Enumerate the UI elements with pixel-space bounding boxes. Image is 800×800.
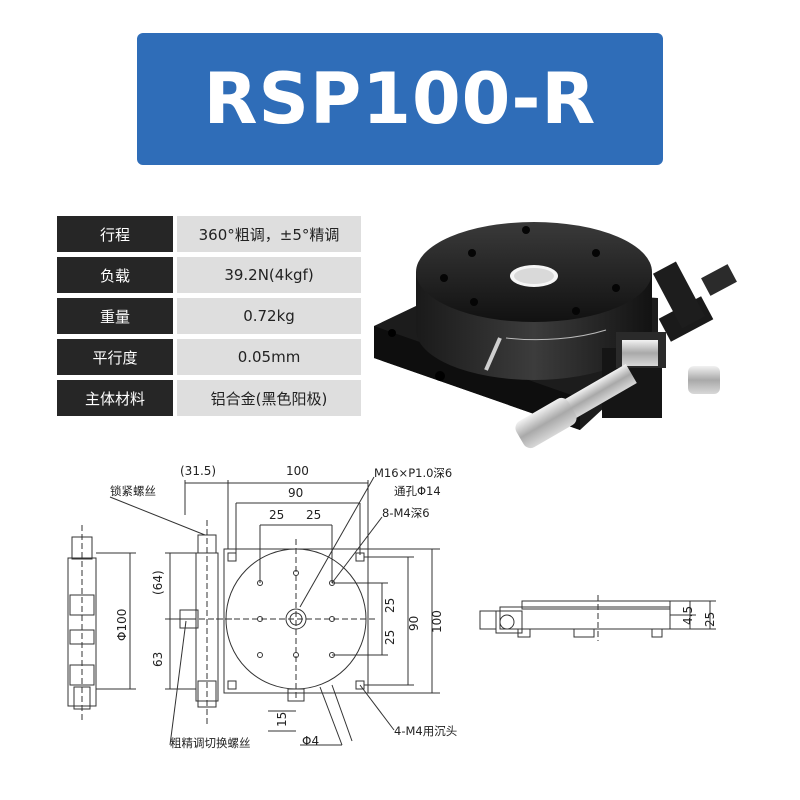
note-through-hole: 通孔Φ14: [394, 484, 441, 498]
dim-63: 63: [151, 652, 165, 667]
spec-value: 360°粗调，±5°精调: [177, 216, 361, 252]
note-8-m4: 8-M4深6: [382, 506, 430, 520]
note-switch-screw: 粗精调切换螺丝: [170, 736, 251, 750]
dim-15: 15: [275, 712, 289, 727]
technical-drawing: (31.5) 100 90 25 25 (64) 63 Φ100 25 25 9…: [67, 464, 717, 750]
dim-phi100: Φ100: [115, 609, 129, 641]
side-view-left: [67, 525, 136, 720]
spec-value: 0.72kg: [177, 298, 361, 334]
dim-25-side: 25: [703, 612, 717, 627]
spec-label: 负载: [57, 257, 173, 293]
dim-4-5: 4.5: [681, 606, 695, 625]
spec-label: 主体材料: [57, 380, 173, 416]
front-view-left: [165, 520, 232, 725]
dim-100-top: 100: [286, 464, 309, 478]
title-banner: RSP100-R: [137, 33, 663, 165]
spec-row-weight: 重量 0.72kg: [57, 298, 361, 334]
dim-90-top: 90: [288, 486, 303, 500]
spec-row-parallelism: 平行度 0.05mm: [57, 339, 361, 375]
dim-25-r2: 25: [383, 630, 397, 645]
spec-value: 0.05mm: [177, 339, 361, 375]
note-lock-screw: 锁紧螺丝: [110, 484, 156, 498]
dim-31-5: (31.5): [180, 464, 216, 478]
product-title: RSP100-R: [203, 58, 597, 140]
note-4-m4: 4-M4用沉头: [394, 724, 457, 738]
spec-table: 行程 360°粗调，±5°精调 负载 39.2N(4kgf) 重量 0.72kg…: [57, 216, 361, 421]
dim-25-b: 25: [306, 508, 321, 522]
top-view: [109, 476, 440, 746]
spec-row-material: 主体材料 铝合金(黑色阳极): [57, 380, 361, 416]
spec-row-travel: 行程 360°粗调，±5°精调: [57, 216, 361, 252]
spec-value: 铝合金(黑色阳极): [177, 380, 361, 416]
dim-25-a: 25: [269, 508, 284, 522]
spec-row-load: 负载 39.2N(4kgf): [57, 257, 361, 293]
note-m16: M16×P1.0深6: [374, 466, 452, 480]
dim-90-r: 90: [407, 616, 421, 631]
side-view-right: [479, 595, 716, 641]
spec-label: 重量: [57, 298, 173, 334]
spec-label: 行程: [57, 216, 173, 252]
dim-25-r1: 25: [383, 598, 397, 613]
dim-100-r: 100: [430, 610, 444, 633]
dim-64: (64): [151, 570, 165, 595]
spec-value: 39.2N(4kgf): [177, 257, 361, 293]
product-photo: [374, 222, 737, 449]
spec-label: 平行度: [57, 339, 173, 375]
dim-phi4: Φ4: [302, 734, 319, 748]
